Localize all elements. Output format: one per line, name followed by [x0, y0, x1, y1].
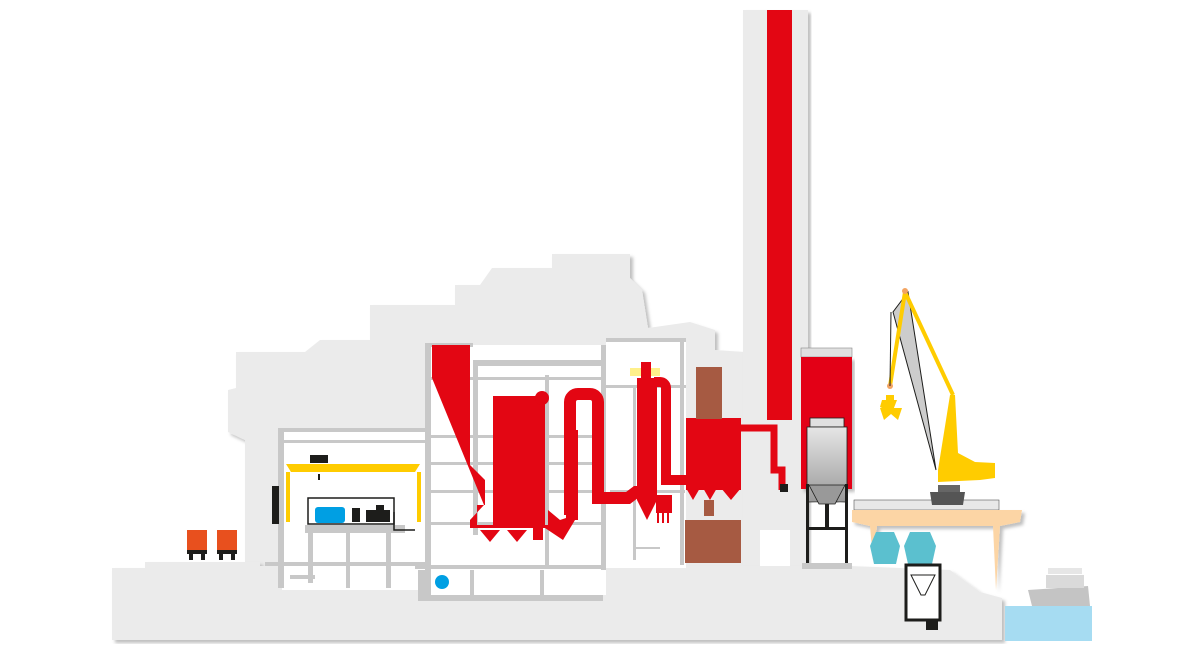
ship	[1028, 568, 1090, 606]
fabric-filter	[686, 418, 741, 490]
water	[1005, 606, 1092, 641]
turbine-enclosure	[307, 497, 395, 525]
generator	[315, 507, 345, 523]
boiler	[493, 396, 545, 525]
crusher-pit	[904, 563, 942, 630]
cyclone	[637, 362, 657, 520]
trucks	[187, 530, 237, 560]
overhead-crane	[286, 455, 421, 522]
turbine-hall	[265, 428, 430, 590]
hoppers	[870, 532, 936, 564]
truck	[187, 530, 207, 560]
harbor-crane	[880, 288, 995, 505]
flue-gas-path	[432, 345, 788, 542]
silo	[800, 347, 853, 569]
pier	[852, 499, 1022, 590]
chimney	[743, 10, 808, 570]
pump	[435, 575, 449, 589]
truck	[217, 530, 237, 560]
turbine	[352, 505, 390, 522]
fuel-bunker	[432, 345, 575, 540]
chimney-flue	[767, 10, 792, 420]
brick-tower	[685, 367, 741, 563]
flue-duct	[564, 388, 644, 515]
